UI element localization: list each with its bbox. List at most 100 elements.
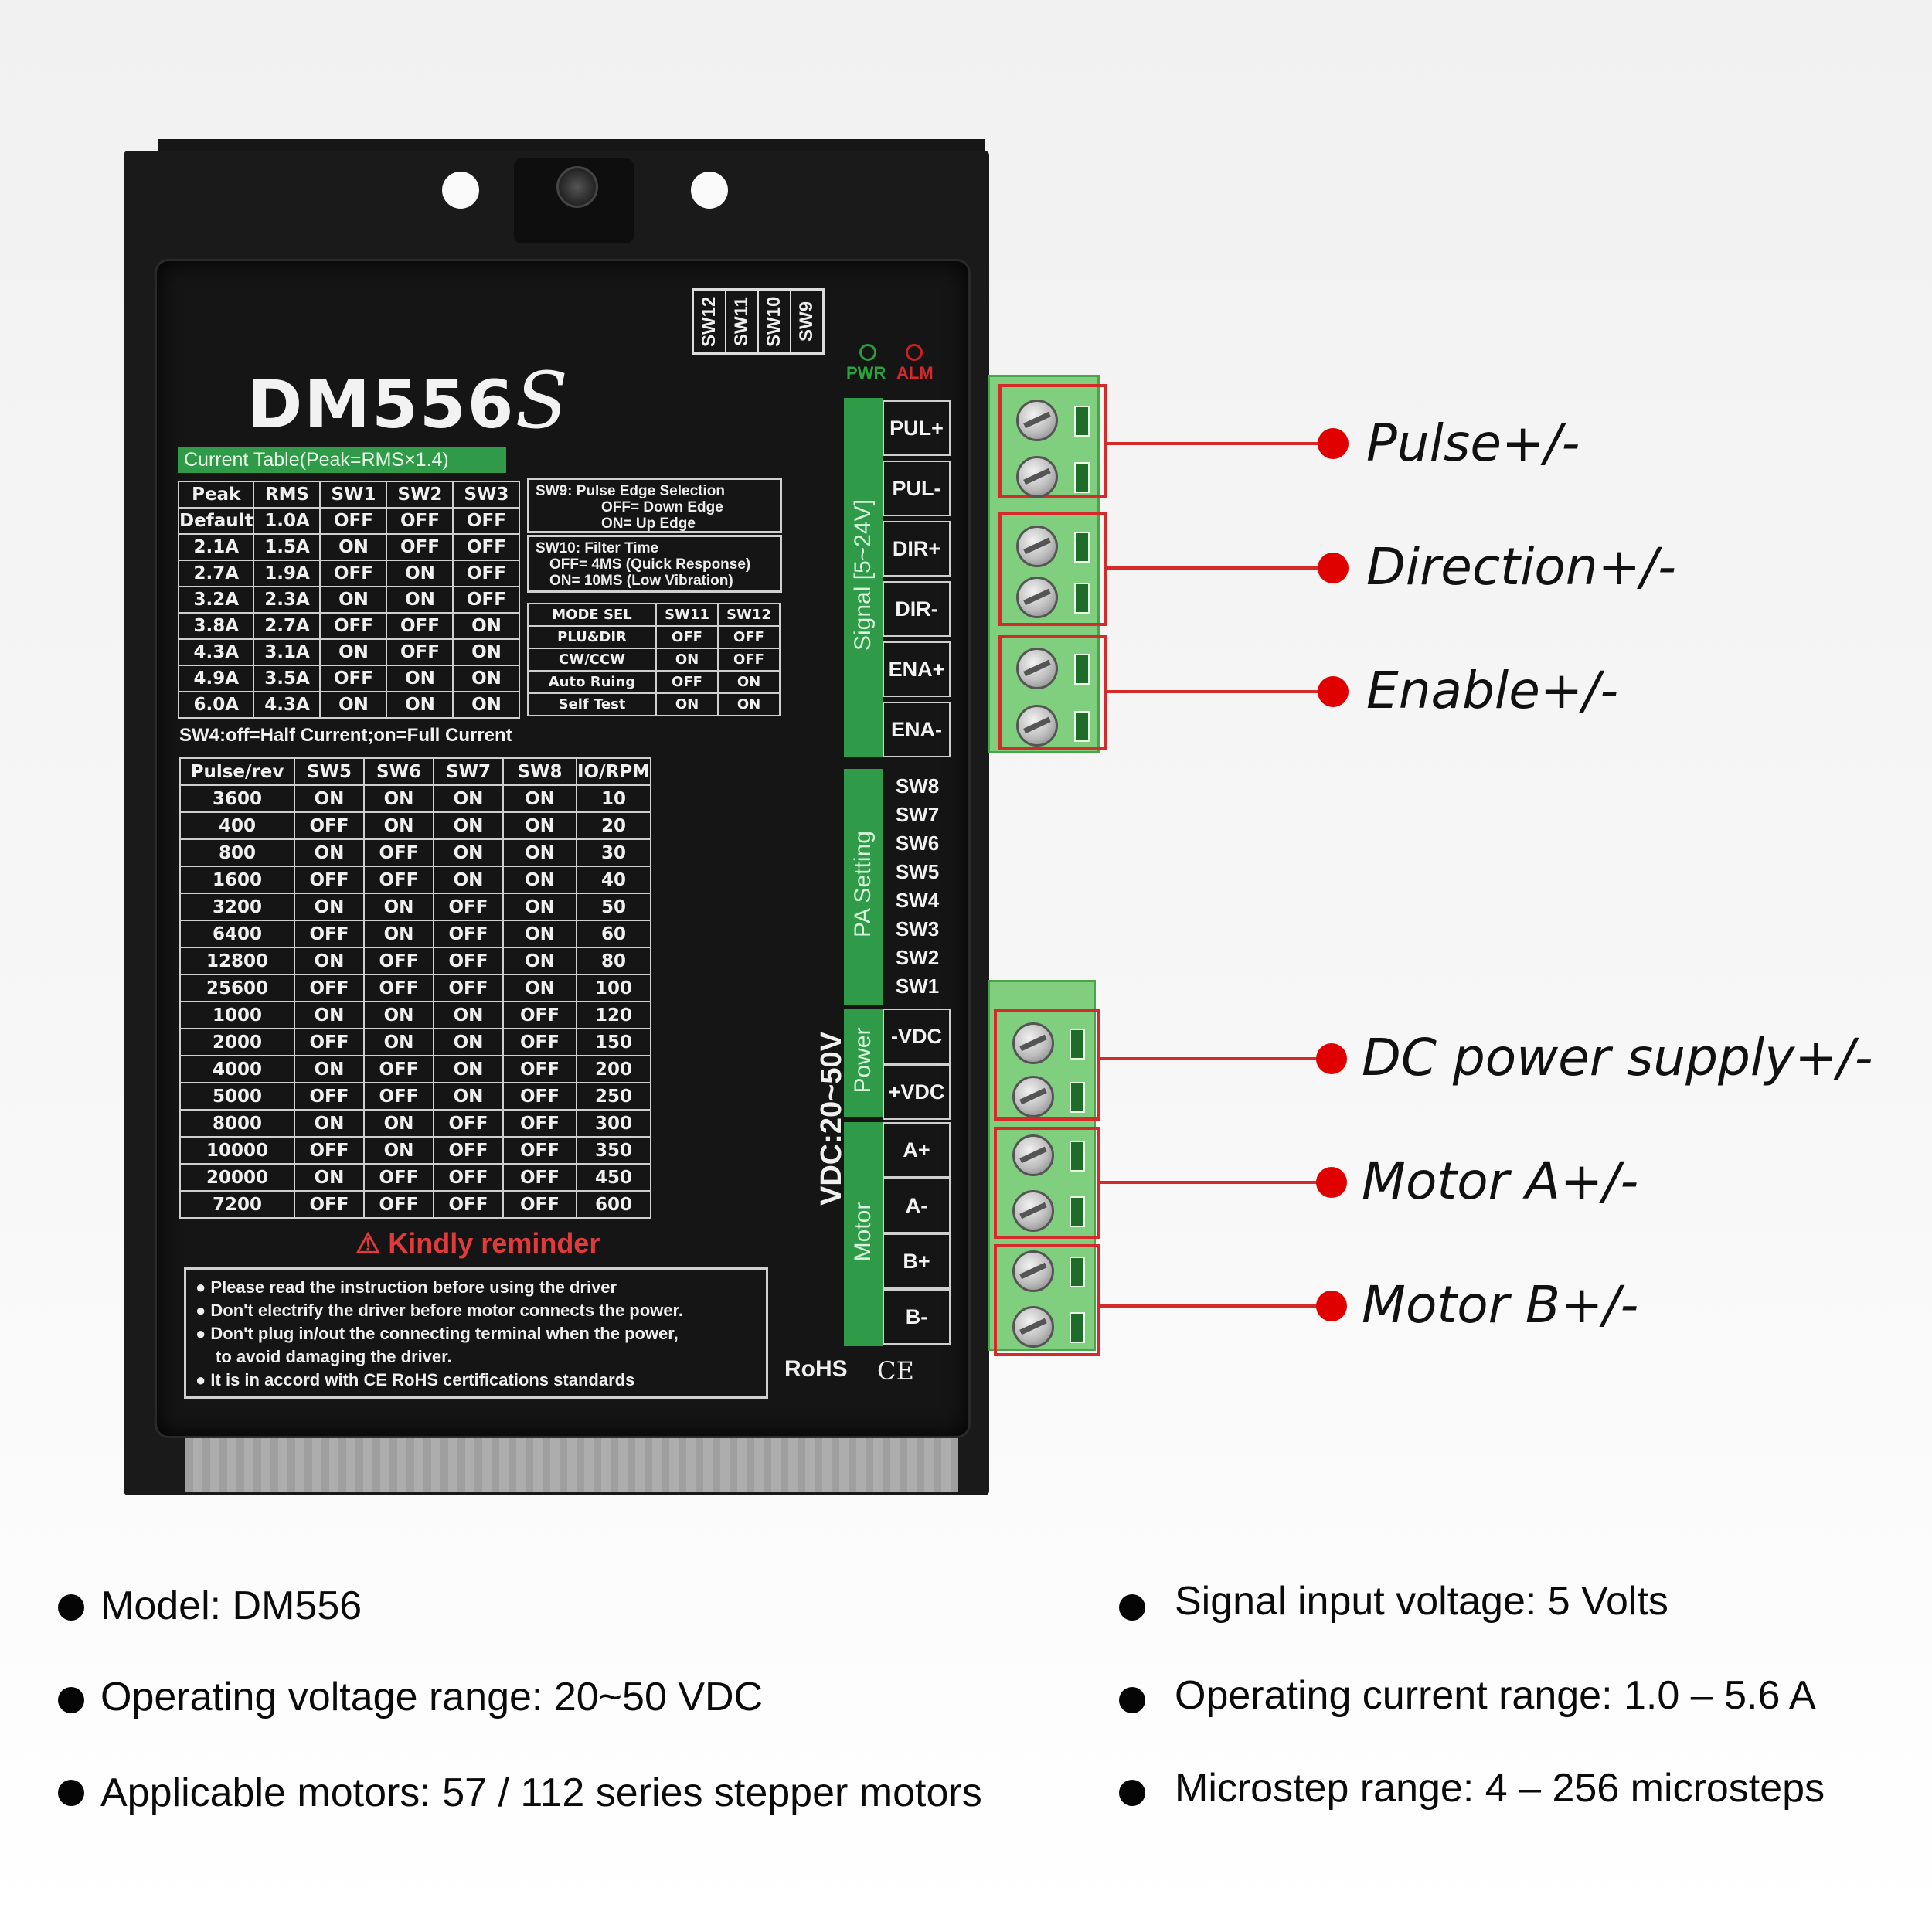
table-cell: ON [502,920,577,948]
spec-item: Model: DM556 [100,1583,362,1628]
table-cell: OFF [319,665,388,692]
table-cell: 6.0A [177,691,255,719]
table-cell: 300 [576,1109,651,1138]
callout-dot-icon [1318,428,1349,459]
table-cell: 120 [576,1001,651,1029]
table-cell: ON [319,586,388,614]
terminal-screw-icon[interactable] [1016,526,1058,567]
terminal-screw-icon[interactable] [1012,1076,1054,1117]
heatsink-fins [185,1430,958,1492]
mounting-hole [442,172,479,209]
table-cell: 2.7A [253,612,321,640]
reminder-line: ● It is in accord with CE RoHS certifica… [196,1370,635,1389]
table-cell: OFF [433,920,504,948]
terminal-screw-icon[interactable] [1016,456,1058,498]
table-cell: OFF [502,1082,577,1111]
model-logo-suffix: S [515,355,570,446]
table-cell: ON [655,692,719,716]
sw9-note-line: ON= Up Edge [601,515,696,532]
table-cell: ON [717,692,781,716]
terminal-screw-icon[interactable] [1016,400,1058,441]
table-cell: 100 [576,974,651,1002]
table-cell: ON [433,1001,504,1029]
pin-label: PUL+ [883,400,951,456]
callout-line [1107,566,1331,570]
callout-line [1107,442,1331,445]
table-cell: 25600 [179,974,295,1002]
terminal-slot-icon [1070,1082,1085,1113]
pwr-label: PWR [846,363,886,383]
table-header-cell: Peak [177,481,255,509]
table-cell: 800 [179,838,295,867]
dip-switch-label-group: SW12 SW11 SW10 SW9 [692,288,825,355]
table-cell: ON [452,612,521,640]
terminal-screw-icon[interactable] [1012,1306,1054,1348]
terminal-screw-icon[interactable] [1012,1022,1054,1064]
table-cell: 3.2A [177,586,255,614]
sw10-note-line: OFF= 4MS (Quick Response) [549,556,751,573]
terminal-highlight-motor-a [994,1127,1100,1239]
ce-mark: CE [877,1356,914,1386]
pin-label: PUL- [883,461,951,516]
table-cell: OFF [502,1163,577,1192]
table-cell: 8000 [179,1109,295,1138]
table-cell: OFF [655,625,719,649]
table-cell: 350 [576,1136,651,1165]
table-cell: Default [177,507,255,535]
terminal-screw-icon[interactable] [1016,648,1058,689]
power-band [844,1009,883,1117]
table-cell: 60 [576,920,651,948]
table-cell: ON [433,1028,504,1056]
terminal-screw-icon[interactable] [1016,577,1058,618]
table-cell: 40 [576,866,651,894]
terminal-screw-icon[interactable] [1012,1190,1054,1232]
table-cell: 600 [576,1190,651,1219]
table-cell: OFF [363,838,434,867]
terminal-screw-icon[interactable] [1012,1250,1054,1292]
table-cell: ON [433,838,504,867]
model-logo: DM556S [247,355,570,446]
pa-switch-label: SW3 [895,917,940,940]
table-cell: OFF [319,560,388,587]
table-cell: 50 [576,893,651,921]
table-header-cell: SW2 [386,481,454,509]
callout-enable: Enable+/- [1366,661,1619,720]
table-cell: OFF [452,533,521,561]
table-cell: OFF [502,1028,577,1056]
table-cell: 2.7A [177,560,255,587]
terminal-screw-icon[interactable] [1012,1134,1054,1176]
table-cell: ON [363,811,434,840]
table-cell: ON [363,1109,434,1138]
pwr-led-icon [859,344,876,361]
pin-label: B+ [883,1233,951,1289]
table-cell: OFF [294,1190,365,1219]
pin-label: DIR+ [883,521,951,577]
switch-label: SW11 [726,291,759,352]
table-cell: 450 [576,1163,651,1192]
table-cell: OFF [363,974,434,1002]
table-header-cell: SW6 [363,757,434,786]
pa-switch-column: SW8 SW7 SW6 SW5 SW4 SW3 SW2 SW1 [890,774,944,1003]
callout-dot-icon [1318,676,1349,707]
table-cell: OFF [363,1163,434,1192]
callout-dot-icon [1316,1043,1347,1074]
pin-label: A+ [883,1122,951,1178]
pin-label: ENA+ [883,641,951,697]
table-cell: ON [363,1001,434,1029]
table-cell: 2.3A [253,586,321,614]
table-cell: 5000 [179,1082,295,1111]
terminal-slot-icon [1070,1312,1085,1343]
table-cell: 250 [576,1082,651,1111]
terminal-screw-icon[interactable] [1016,705,1058,747]
table-cell: OFF [433,1109,504,1138]
pa-switch-label: SW4 [895,889,940,912]
